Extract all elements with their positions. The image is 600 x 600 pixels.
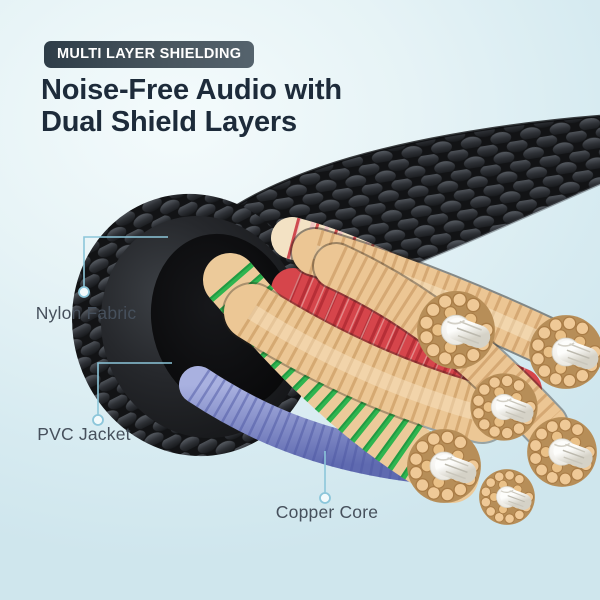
headline-line1: Noise-Free Audio with [41,74,342,106]
callout-dot-nylon-fabric [78,286,90,298]
copper-strand-disc [529,315,600,389]
copper-strand-disc [417,291,495,369]
copper-strand-disc [479,469,535,525]
callout-dot-pvc-jacket [92,414,104,426]
callout-label-copper-core: Copper Core [275,502,379,522]
callout-line-pvc-jacket [97,362,172,415]
callout-leaders [78,236,331,504]
callout-label-nylon-fabric: Nylon Fabric [35,303,137,323]
headline-line2: Dual Shield Layers [41,106,297,139]
callout-label-pvc-jacket: PVC Jacket [37,424,131,444]
badge-multi-layer-shielding: MULTI LAYER SHIELDING [44,41,255,68]
callout-dot-copper-core [319,492,331,504]
wire-tan-center [222,282,512,444]
copper-strand-disc [527,417,597,487]
copper-strand-disc [407,429,481,503]
copper-strand-disc [470,373,537,440]
callout-line-nylon-fabric [83,236,168,287]
